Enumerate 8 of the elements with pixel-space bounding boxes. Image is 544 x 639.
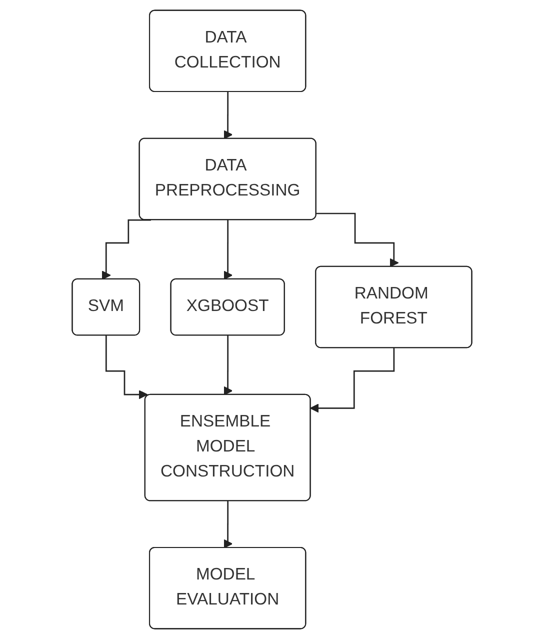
- arrow: [316, 212, 399, 268]
- arrow: [105, 334, 148, 400]
- arrow: [223, 91, 233, 140]
- arrow: [310, 347, 395, 413]
- arrow: [223, 334, 233, 396]
- arrow: [223, 500, 233, 548]
- arrow: [223, 219, 233, 280]
- arrow: [102, 219, 151, 280]
